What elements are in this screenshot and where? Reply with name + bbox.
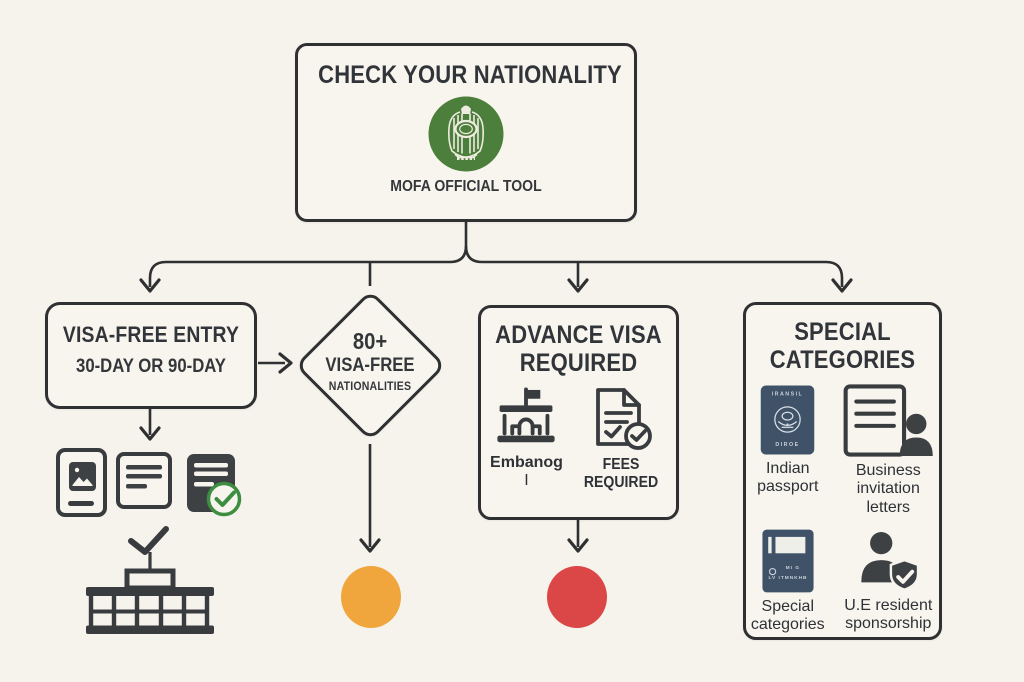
uae-coat-of-arms-icon: [428, 96, 504, 172]
advance-title: ADVANCE VISA REQUIRED: [495, 321, 662, 378]
node-check-nationality: CHECK YOUR NATIONALITY MOFA OFFICIAL TOO…: [295, 43, 637, 222]
indian-passport-icon: IRANSIL DIROE: [761, 384, 815, 455]
arrowhead-to-documents: [139, 426, 161, 441]
special-row-1: IRANSIL DIROE Indian passport: [746, 383, 939, 522]
arrowhead-to-orange-dot: [359, 538, 381, 553]
diamond-line2: VISA-FREE: [325, 355, 415, 377]
embassy-label: Embanog I: [490, 454, 563, 491]
advance-visa-outcome-dot: [547, 566, 607, 628]
root-title: CHECK YOUR NATIONALITY: [318, 61, 622, 89]
diamond-text: 80+ VISA-FREE NATIONALITIES: [302, 329, 438, 393]
business-letters-item: Business invitation letters: [838, 383, 939, 518]
embassy-label-line1: Embanog: [490, 453, 563, 471]
arrowhead-to-visa-free: [139, 278, 161, 293]
arrowhead-to-red-dot: [567, 538, 589, 553]
advance-icon-row: Embanog I FEES REQUIRED: [481, 386, 676, 493]
node-advance-visa-required: ADVANCE VISA REQUIRED: [478, 305, 679, 520]
arrowhead-to-advance: [567, 278, 589, 293]
resident-sponsorship-item: U.E resident sponsorship: [838, 528, 939, 634]
passport-micro-text-top: IRANSIL: [772, 391, 804, 397]
node-visa-free-entry: VISA-FREE ENTRY 30-DAY OR 90-DAY: [45, 302, 257, 409]
business-letters-icon: [843, 383, 934, 457]
required-documents-row: [56, 448, 242, 517]
special-row-2: MI G LV ITMNKHB Special categories U.E r…: [746, 528, 939, 635]
resident-sponsorship-icon: [861, 531, 920, 591]
special-grid: IRANSIL DIROE Indian passport: [746, 383, 939, 635]
visa-free-outcome-dot: [341, 566, 401, 628]
book-micro-text-1: MI G: [785, 565, 799, 571]
embassy-building-icon: [497, 386, 556, 442]
node-special-categories: SPECIAL CATEGORIES IRANSIL DIR: [743, 302, 942, 640]
photo-document-icon: [56, 448, 107, 517]
approved-document-icon: [187, 454, 242, 517]
special-categories-item: MI G LV ITMNKHB Special categories: [746, 528, 830, 635]
arrowhead-to-diamond: [278, 352, 293, 374]
passport-micro-text-bottom: DIROE: [776, 441, 800, 447]
airport-terminal-icon: [86, 552, 214, 634]
business-letters-label: Business invitation letters: [855, 461, 921, 516]
resident-sponsorship-label: U.E resident sponsorship: [844, 596, 933, 633]
root-subtitle: MOFA OFFICIAL TOOL: [390, 178, 542, 195]
fees-item: FEES REQUIRED: [575, 386, 667, 493]
diamond-line3: NATIONALITIES: [328, 379, 412, 394]
fees-document-icon: [596, 387, 652, 450]
emblem-wrap: [298, 95, 634, 173]
check-mark-icon: [128, 526, 169, 555]
diamond-line1: 80+: [352, 328, 388, 354]
text-document-icon: [116, 452, 172, 509]
green-check-circle-icon: [206, 481, 242, 517]
fees-label: FEES REQUIRED: [583, 455, 659, 492]
book-micro-text-2: LV ITMNKHB: [768, 574, 807, 580]
arrival-terminal-group: [86, 526, 214, 634]
arrowhead-to-special: [831, 278, 853, 293]
embassy-label-line2: I: [524, 472, 529, 490]
special-categories-book-icon: MI G LV ITMNKHB: [762, 529, 814, 592]
indian-passport-item: IRANSIL DIROE Indian passport: [746, 384, 830, 497]
special-categories-label: Special categories: [750, 597, 825, 634]
special-title: SPECIAL CATEGORIES: [769, 318, 916, 375]
visa-free-subtitle: 30-DAY OR 90-DAY: [76, 356, 226, 377]
embassy-item: Embanog I: [490, 386, 563, 491]
visa-free-title: VISA-FREE ENTRY: [62, 322, 240, 347]
indian-passport-label: Indian passport: [757, 459, 819, 496]
